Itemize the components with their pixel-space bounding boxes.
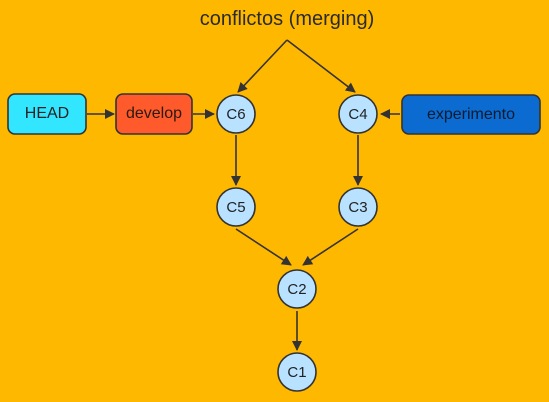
commit-c6-node: [216, 94, 256, 134]
commit-c1-node: [277, 352, 317, 392]
head-box: [7, 93, 87, 135]
commit-c4-node: [338, 94, 378, 134]
commit-c6-label: C6: [226, 105, 246, 123]
edge-c5-to-c2: [235, 228, 292, 266]
commit-c5-node: [216, 187, 256, 227]
commit-c5-label: C5: [226, 198, 246, 216]
head-label: HEAD: [24, 105, 70, 122]
edge-title-to-c4: [286, 39, 356, 93]
develop-label: develop: [125, 105, 183, 122]
commit-c4-label: C4: [348, 105, 368, 123]
diagram-title: conflictos (merging): [199, 7, 375, 30]
experimento-box: [401, 94, 541, 135]
commit-c3-node: [338, 187, 378, 227]
edge-c3-to-c2: [302, 228, 359, 266]
edge-title-to-c6: [237, 39, 288, 93]
commit-c2-label: C2: [287, 280, 307, 298]
experimento-label: experimento: [426, 105, 516, 123]
develop-box: [115, 93, 193, 135]
commit-c2-node: [277, 269, 317, 309]
commit-c1-label: C1: [287, 363, 307, 381]
commit-c3-label: C3: [348, 198, 368, 216]
